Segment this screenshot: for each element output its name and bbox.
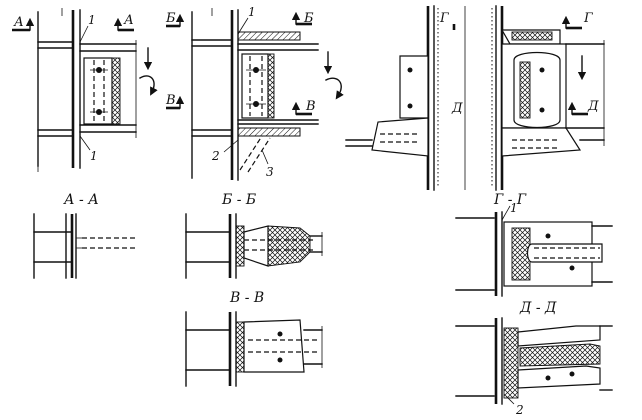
section-aa-title: А - А [63, 192, 99, 208]
section-g-right-label: Г [583, 11, 593, 26]
section-v-left-label: В [165, 93, 176, 108]
section-vv-title: В - В [229, 290, 264, 306]
section-a-left-label: А [13, 15, 24, 30]
section-dd-title: Д - Д [519, 300, 557, 316]
section-d-left-label: Д [451, 101, 463, 116]
section-b-right-label: Б [303, 11, 314, 26]
leader-label-1: 1 [248, 5, 256, 19]
section-gg-title: Г - Г [493, 192, 527, 208]
section-v-right-label: В [305, 99, 316, 114]
section-vv-view: В - В [185, 290, 323, 387]
section-gg-view: Г - Г 1 [455, 192, 613, 297]
section-b-left-label: Б [165, 11, 176, 26]
section-a-right-label: А [123, 13, 134, 28]
leader-label-1-top: 1 [88, 13, 96, 27]
leader-label-1-bottom: 1 [90, 149, 98, 163]
section-aa-view: А - А [33, 192, 138, 279]
figure-3-elevation: Г Г Д Д [345, 5, 605, 191]
leader-label-3: 3 [266, 165, 274, 179]
section-gg-leader-1: 1 [510, 201, 518, 215]
section-dd-view: Д - Д 2 [455, 300, 613, 417]
section-dd-leader-2: 2 [515, 403, 524, 417]
section-g-left-label: Г [439, 11, 449, 26]
figure-2-elevation: Б Б В В 1 2 3 [165, 5, 344, 181]
section-d-right-label: Д [587, 99, 599, 114]
figure-1-elevation: А А 1 1 [12, 8, 158, 172]
section-bb-view: Б - Б [185, 192, 323, 279]
leader-label-2: 2 [211, 149, 220, 163]
section-bb-title: Б - Б [221, 192, 256, 208]
